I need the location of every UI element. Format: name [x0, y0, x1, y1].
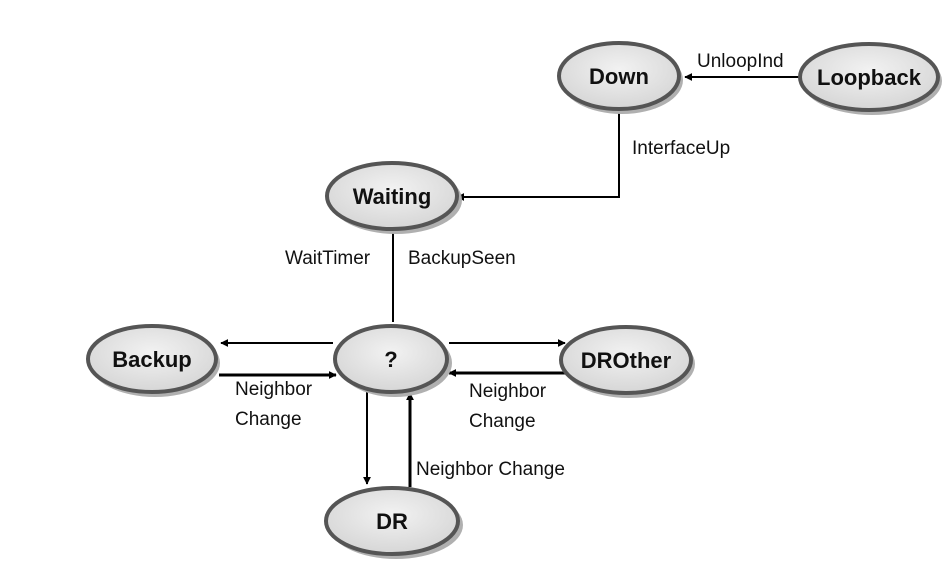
state-loopback: Loopback — [798, 42, 942, 115]
edge-label-drother-neighbor: Neighbor — [469, 381, 547, 402]
state-dr: DR — [324, 486, 463, 559]
state-down: Down — [557, 41, 683, 114]
edge-label-dr-neighbor-change: Neighbor Change — [416, 459, 565, 480]
edge-label-backup-change: Change — [235, 409, 302, 430]
state-drother-label: DROther — [581, 348, 672, 373]
edge-label-interfaceup: InterfaceUp — [632, 138, 730, 159]
state-loopback-label: Loopback — [817, 65, 922, 90]
edge-label-backupseen: BackupSeen — [408, 248, 516, 269]
edge-label-waittimer: WaitTimer — [285, 248, 371, 269]
state-down-label: Down — [589, 64, 649, 89]
edge-label-backup-neighbor: Neighbor — [235, 379, 313, 400]
state-dr-label: DR — [376, 509, 408, 534]
edge-down-to-waiting — [456, 112, 620, 201]
state-undecided: ? — [333, 324, 452, 397]
state-waiting: Waiting — [325, 161, 462, 234]
state-undecided-label: ? — [384, 347, 397, 372]
edge-label-drother-change: Change — [469, 411, 536, 432]
state-backup-label: Backup — [112, 347, 191, 372]
state-backup: Backup — [86, 324, 220, 397]
state-waiting-label: Waiting — [353, 184, 432, 209]
state-drother: DROther — [559, 325, 695, 398]
edge-label-unloopind: UnloopInd — [697, 51, 784, 72]
